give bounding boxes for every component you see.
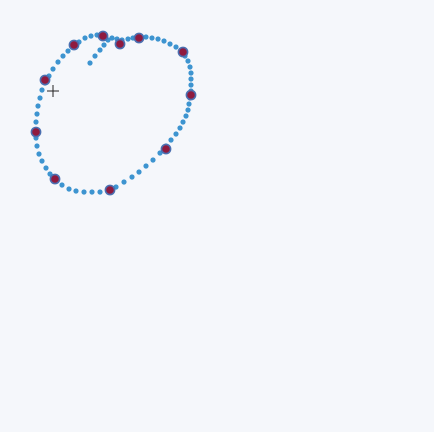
trail-point	[143, 34, 149, 40]
trail-point	[66, 186, 72, 192]
trail-points	[33, 32, 194, 195]
vertex-marker[interactable]	[97, 30, 109, 42]
trail-point	[101, 42, 107, 48]
trail-point	[39, 158, 45, 164]
trail-point	[185, 58, 191, 64]
trail-point	[168, 137, 174, 143]
trail-point	[129, 174, 135, 180]
trail-point	[180, 119, 186, 125]
trail-point	[188, 76, 194, 82]
vertex-markers	[30, 30, 197, 196]
trail-point	[55, 59, 61, 65]
trail-point	[50, 66, 56, 72]
trail-point	[121, 179, 127, 185]
trail-point	[125, 36, 131, 42]
crosshair-icon	[47, 85, 59, 97]
trail-point	[188, 82, 194, 88]
trail-point	[149, 35, 155, 41]
trail-point	[37, 95, 43, 101]
trail-point	[157, 150, 163, 156]
vertex-marker[interactable]	[30, 126, 42, 138]
trail-point	[109, 35, 115, 41]
trail-point	[65, 48, 71, 54]
trail-point	[143, 163, 149, 169]
trail-point	[33, 119, 39, 125]
trail-point	[97, 189, 103, 195]
vertex-marker[interactable]	[114, 38, 126, 50]
trail-point	[187, 64, 193, 70]
trail-point	[81, 189, 87, 195]
trail-point	[88, 33, 94, 39]
trail-point	[177, 125, 183, 131]
trail-point	[136, 169, 142, 175]
vertex-marker[interactable]	[177, 46, 189, 58]
trail-point	[161, 38, 167, 44]
vertex-marker[interactable]	[185, 89, 197, 101]
trail-point	[92, 53, 98, 59]
trail-point	[150, 157, 156, 163]
trail-point	[186, 101, 192, 107]
trail-point	[155, 36, 161, 42]
vertex-marker[interactable]	[160, 143, 172, 155]
trail-point	[73, 188, 79, 194]
trail-point	[89, 189, 95, 195]
trail-point	[36, 151, 42, 157]
trail-point	[39, 87, 45, 93]
trail-point	[185, 107, 191, 113]
vertex-marker[interactable]	[68, 39, 80, 51]
trail-point	[35, 103, 41, 109]
trail-point	[43, 165, 49, 171]
trail-point	[167, 41, 173, 47]
trail-point	[59, 182, 65, 188]
vertex-marker[interactable]	[39, 74, 51, 86]
trail-point	[97, 47, 103, 53]
trail-point	[82, 35, 88, 41]
trail-point	[34, 143, 40, 149]
trail-point	[34, 111, 40, 117]
trail-point	[188, 70, 194, 76]
vertex-marker[interactable]	[49, 173, 61, 185]
trail-point	[60, 53, 66, 59]
vertex-marker[interactable]	[133, 32, 145, 44]
trail-point	[173, 131, 179, 137]
trail-point	[183, 113, 189, 119]
trail-point	[173, 44, 179, 50]
trail-point	[87, 60, 93, 66]
vertex-marker[interactable]	[104, 184, 116, 196]
